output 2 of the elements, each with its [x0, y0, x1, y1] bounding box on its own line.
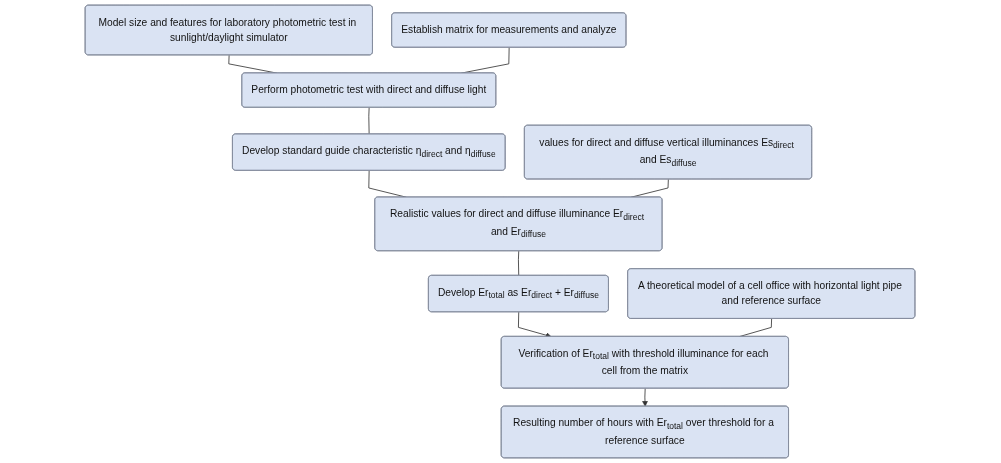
connector [368, 107, 370, 135]
connector [518, 250, 520, 277]
